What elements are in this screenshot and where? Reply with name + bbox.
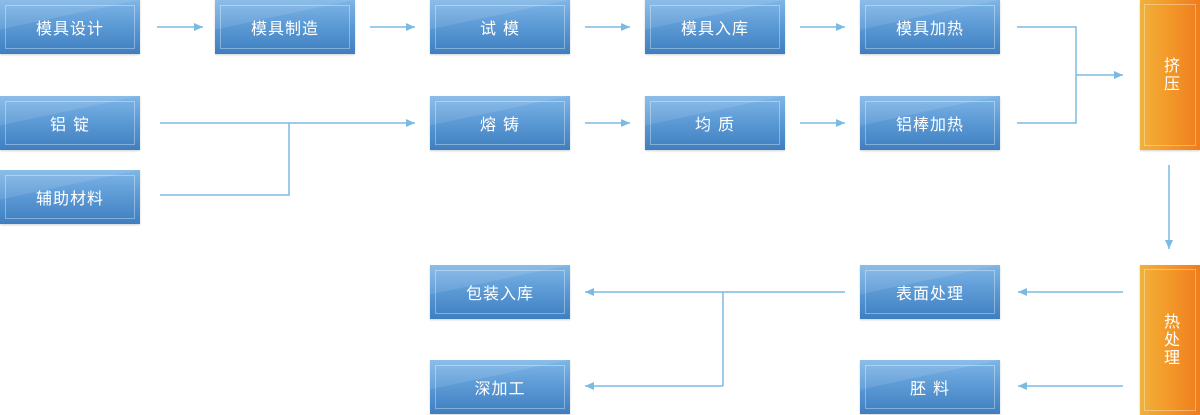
node-label: 模具加热: [895, 19, 964, 38]
node-label: 热处理: [1161, 313, 1180, 367]
node-label: 铝棒加热: [895, 115, 964, 134]
node-mold-heating: 模具加热: [860, 0, 1000, 54]
node-mold-making: 模具制造: [215, 0, 355, 54]
node-label: 深加工: [474, 379, 526, 398]
node-extrusion: 挤压: [1140, 0, 1200, 150]
node-label: 铝 锭: [49, 115, 91, 134]
node-rod-heating: 铝棒加热: [860, 96, 1000, 150]
node-label: 表面处理: [895, 284, 964, 303]
node-homogenizing: 均 质: [645, 96, 785, 150]
node-label: 模具入库: [680, 19, 749, 38]
node-label: 胚 料: [909, 379, 951, 398]
line-mold-heating-to-merge: [1017, 26, 1077, 75]
node-surface-treatment: 表面处理: [860, 265, 1000, 319]
node-label: 模具设计: [35, 19, 104, 38]
node-auxiliary-materials: 辅助材料: [0, 170, 140, 224]
node-label: 试 模: [479, 19, 521, 38]
node-label: 挤压: [1161, 57, 1180, 93]
line-aux-to-ingot-path: [160, 123, 290, 196]
node-pack-storage: 包装入库: [430, 265, 570, 319]
node-deep-processing: 深加工: [430, 360, 570, 414]
node-trial-mold: 试 模: [430, 0, 570, 54]
node-label: 包装入库: [465, 284, 534, 303]
node-label: 均 质: [694, 115, 736, 134]
node-label: 模具制造: [250, 19, 319, 38]
node-blank: 胚 料: [860, 360, 1000, 414]
line-rod-heating-to-merge: [1017, 75, 1077, 124]
node-heat-treatment: 热处理: [1140, 265, 1200, 415]
node-label: 辅助材料: [35, 189, 104, 208]
node-mold-storage: 模具入库: [645, 0, 785, 54]
node-label: 熔 铸: [479, 115, 521, 134]
node-mold-design: 模具设计: [0, 0, 140, 54]
node-casting: 熔 铸: [430, 96, 570, 150]
node-aluminum-ingot: 铝 锭: [0, 96, 140, 150]
